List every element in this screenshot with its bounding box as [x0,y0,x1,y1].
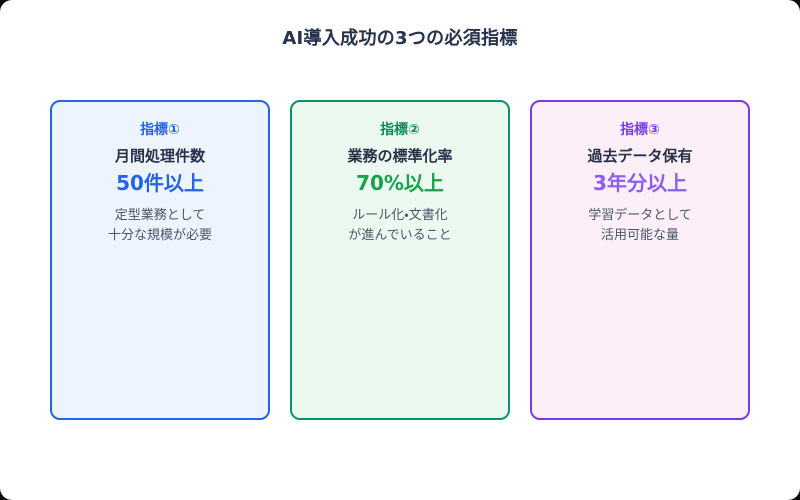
card-value: 50件以上 [116,171,204,195]
card-description: ルール化・文書化 が進んでいること [292,206,508,246]
cards-row: 指標① 月間処理件数 50件以上 定型業務として 十分な規模が必要 指標② 業務… [50,100,750,420]
indicator-card-3: 指標③ 過去データ保有 3年分以上 学習データとして 活用可能な量 [530,100,750,420]
card-label: 指標① [140,122,180,138]
card-description-line: 活用可能な量 [600,228,679,243]
indicator-card-1: 指標① 月間処理件数 50件以上 定型業務として 十分な規模が必要 [50,100,270,420]
card-value: 70%以上 [356,171,444,195]
card-description: 学習データとして 活用可能な量 [532,206,748,246]
card-metric: 月間処理件数 [114,147,205,165]
card-value: 3年分以上 [593,171,687,195]
card-metric: 過去データ保有 [587,147,693,165]
card-description-line: 十分な規模が必要 [107,228,212,243]
indicator-card-2: 指標② 業務の標準化率 70%以上 ルール化・文書化 が進んでいること [290,100,510,420]
page-title: AI導入成功の3つの必須指標 [282,28,518,49]
card-label: 指標② [380,122,420,138]
card-description-line: ルール化・文書化 [352,208,448,223]
card-description: 定型業務として 十分な規模が必要 [52,206,268,246]
card-description-line: が進んでいること [348,228,452,243]
card-label: 指標③ [620,122,660,138]
card-metric: 業務の標準化率 [347,147,453,165]
card-description-line: 定型業務として [114,208,206,223]
card-description-line: 学習データとして [588,208,692,223]
